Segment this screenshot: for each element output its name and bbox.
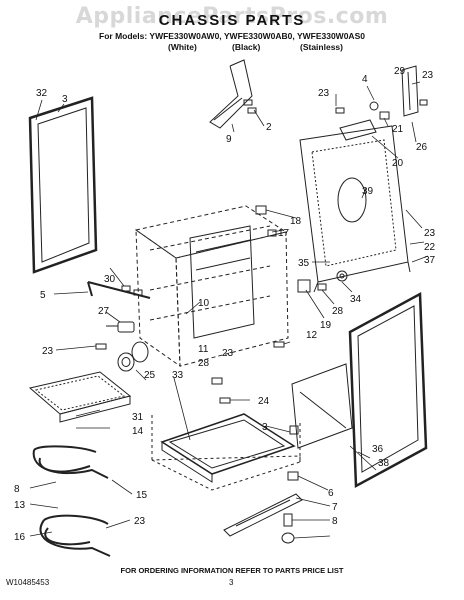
- callout-28: 28: [332, 306, 344, 317]
- left-oven-frame: [28, 96, 98, 274]
- sensor-clip: [287, 425, 299, 481]
- callout-33: 33: [172, 370, 184, 381]
- leveling-leg: [281, 513, 295, 544]
- callout-11: 11: [198, 344, 209, 355]
- bake-element: [32, 445, 111, 557]
- insulation-strip: [87, 281, 151, 299]
- finish-black: (Black): [232, 42, 261, 52]
- bracket-part: [209, 59, 253, 129]
- side-panel: [291, 363, 353, 449]
- callout-8: 13: [14, 500, 26, 511]
- callout-3: 36: [372, 444, 384, 455]
- callout-4: 4: [362, 74, 368, 85]
- callout-18: 18: [290, 216, 302, 227]
- rear-chassis-panel: [299, 125, 411, 293]
- callout-23: 23: [422, 70, 434, 81]
- oven-cavity: [134, 205, 289, 367]
- callout-20: 20: [392, 158, 404, 169]
- control-bracket-assembly: [335, 65, 428, 141]
- callout-5: 5: [40, 290, 46, 301]
- callout-35: 35: [298, 258, 310, 269]
- callout-labels: 32 3 9 2 4 29 23 23 21 26 20 39 18 17 23…: [14, 66, 436, 543]
- callout-37: 37: [424, 255, 436, 266]
- page-title: CHASSIS PARTS: [158, 12, 306, 29]
- callout-34: 34: [350, 294, 362, 305]
- leader-lines: [29, 81, 429, 539]
- storage-tray: [28, 371, 132, 423]
- lower-chassis-outline: [151, 412, 301, 491]
- callout-10: 10: [198, 298, 210, 309]
- page-number: 3: [229, 578, 234, 587]
- callout-36: 38: [378, 458, 390, 469]
- callout-23: 23: [222, 348, 234, 359]
- callout-23: 23: [42, 346, 54, 357]
- finish-stainless: (Stainless): [300, 42, 343, 52]
- callout-14: 3: [262, 422, 268, 433]
- callout-23: 24: [258, 396, 270, 407]
- callout-2: 2: [266, 122, 272, 133]
- callout-19: 19: [320, 320, 332, 331]
- callout-27: 27: [98, 306, 110, 317]
- element-bracket: [223, 493, 303, 537]
- callout-29: 29: [394, 66, 406, 77]
- callout-13: 15: [136, 490, 148, 501]
- callout-32: 32: [36, 88, 48, 99]
- document-id: W10485453: [6, 578, 50, 587]
- callout-38: 6: [328, 488, 334, 499]
- right-oven-frame: [348, 291, 428, 489]
- callout-23: 23: [424, 228, 436, 239]
- callout-25: 25: [144, 370, 156, 381]
- switch-assembly: [106, 321, 149, 372]
- callout-26: 26: [416, 142, 428, 153]
- screw-part: [243, 99, 257, 114]
- callout-8: 16: [14, 532, 26, 543]
- callout-3: 3: [62, 94, 68, 105]
- oven-liner: [189, 225, 255, 339]
- callout-15: 7: [332, 502, 338, 513]
- callout-31: 14: [132, 426, 144, 437]
- watermark: AppliancePartsPros.com: [75, 4, 389, 29]
- model-numbers: For Models: YWFE330W0AW0, YWFE330W0AB0, …: [99, 31, 365, 41]
- callout-12: 12: [306, 330, 318, 341]
- callout-7: 23: [134, 516, 146, 527]
- callout-30: 30: [104, 274, 116, 285]
- callout-21: 21: [392, 124, 404, 135]
- callout-17: 17: [278, 228, 290, 239]
- callout-24: 31: [132, 412, 144, 423]
- callout-22: 22: [424, 242, 436, 253]
- callout-9: 9: [226, 134, 232, 145]
- callout-39: 39: [362, 186, 374, 197]
- callout-6: 8: [14, 484, 20, 495]
- callout-23: 23: [318, 88, 330, 99]
- callout-23: 8: [332, 516, 338, 527]
- screw-part: [95, 341, 285, 404]
- callout-28: 28: [198, 358, 210, 369]
- oven-bottom-panel: [160, 413, 296, 483]
- grommet: [297, 270, 348, 293]
- ordering-note: FOR ORDERING INFORMATION REFER TO PARTS …: [120, 566, 344, 575]
- finish-white: (White): [168, 42, 197, 52]
